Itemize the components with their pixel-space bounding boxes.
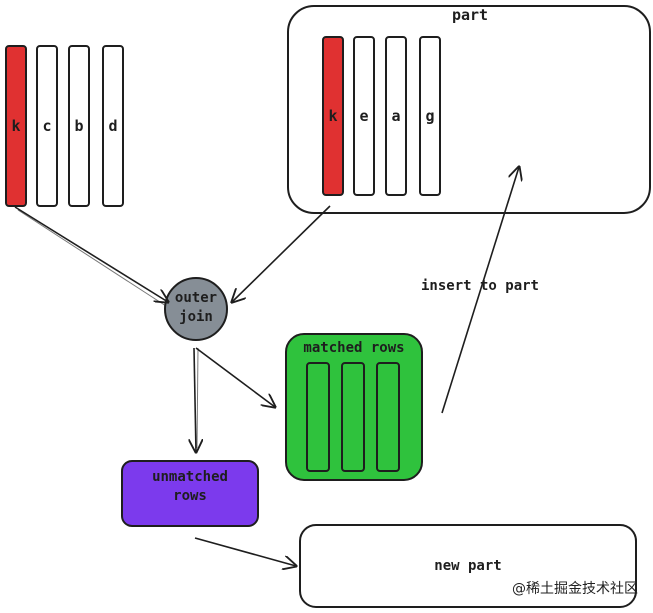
arrow-matched-to-part — [441, 167, 519, 414]
left-col-c: c — [36, 45, 58, 207]
arrow-part-to-join — [232, 205, 331, 302]
arrow-unmatched-to-new-part — [194, 537, 296, 566]
unmatched-rows-label-2: rows — [173, 488, 207, 504]
outer-join-label-1: outer — [174, 290, 218, 306]
outer-join-node — [164, 277, 228, 341]
unmatched-rows-label-1: unmatched — [152, 469, 228, 485]
arrow-join-to-matched — [195, 347, 275, 407]
new-part-box — [299, 524, 637, 608]
left-col-b: b — [68, 45, 90, 207]
outer-join-label-2: join — [179, 309, 213, 325]
arrow-join-to-unmatched — [194, 347, 196, 452]
left-col-d: d — [102, 45, 124, 207]
watermark: @稀土掘金技术社区 — [512, 581, 638, 597]
arrow-left-table-to-join — [14, 206, 168, 302]
insert-to-part-label: insert to part — [420, 278, 539, 294]
new-part-label: new part — [434, 558, 502, 574]
unmatched-rows-box — [121, 460, 259, 527]
arrow-join-to-unmatched-2 — [196, 347, 199, 449]
part-container — [287, 5, 651, 214]
part-col-a: a — [385, 36, 407, 196]
matched-col-3 — [376, 362, 400, 472]
part-col-g: g — [419, 36, 441, 196]
part-col-e: e — [353, 36, 375, 196]
matched-rows-label: matched rows — [303, 340, 405, 356]
part-title: part — [451, 6, 489, 24]
arrow-left-table-to-join-2 — [17, 209, 167, 307]
left-col-k: k — [5, 45, 27, 207]
matched-col-1 — [306, 362, 330, 472]
part-col-k: k — [322, 36, 344, 196]
matched-col-2 — [341, 362, 365, 472]
